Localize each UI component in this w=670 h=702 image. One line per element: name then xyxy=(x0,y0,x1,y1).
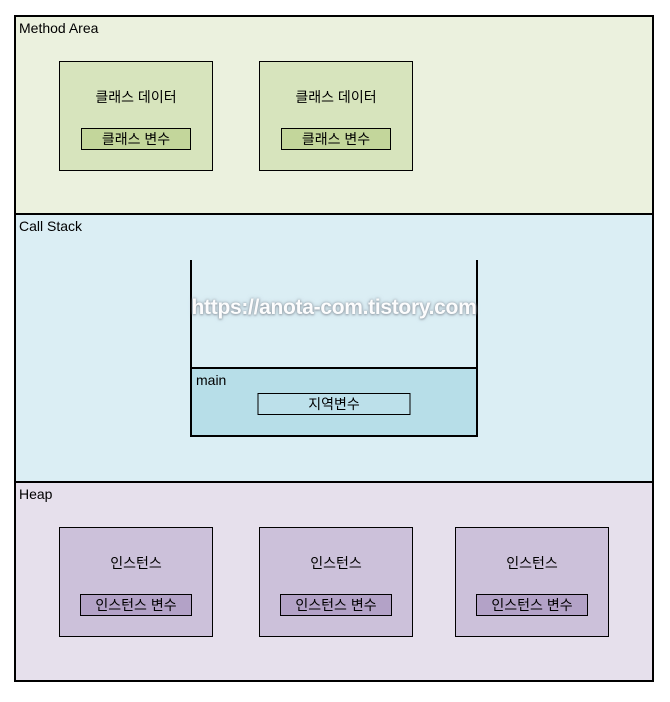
class-variable-box: 클래스 변수 xyxy=(81,128,191,150)
method-area-label: Method Area xyxy=(19,20,99,36)
instance-title: 인스턴스 xyxy=(506,555,558,571)
instance-variable-box: 인스턴스 변수 xyxy=(280,594,392,616)
class-variable-box: 클래스 변수 xyxy=(281,128,391,150)
instance-variable-box: 인스턴스 변수 xyxy=(476,594,588,616)
call-stack-section: Call Stack https://anota-com.tistory.com… xyxy=(16,215,652,483)
class-data-box: 클래스 데이터 클래스 변수 xyxy=(259,61,413,171)
call-stack-label: Call Stack xyxy=(19,218,83,234)
class-data-title: 클래스 데이터 xyxy=(95,89,177,105)
stack-outline: https://anota-com.tistory.com main 지역변수 xyxy=(190,260,478,437)
instance-title: 인스턴스 xyxy=(110,555,162,571)
instance-box: 인스턴스 인스턴스 변수 xyxy=(455,527,609,637)
class-variable-label: 클래스 변수 xyxy=(101,131,171,147)
heap-section: Heap 인스턴스 인스턴스 변수 인스턴스 인스턴스 변수 인스턴스 인스턴스… xyxy=(16,483,652,680)
instance-variable-box: 인스턴스 변수 xyxy=(80,594,192,616)
class-data-title: 클래스 데이터 xyxy=(295,89,377,105)
heap-label: Heap xyxy=(19,486,53,502)
instance-box: 인스턴스 인스턴스 변수 xyxy=(259,527,413,637)
stack-frame-main: main 지역변수 xyxy=(192,367,476,435)
diagram-outer-frame: Method Area 클래스 데이터 클래스 변수 클래스 데이터 클래스 변… xyxy=(14,15,654,682)
instance-variable-label: 인스턴스 변수 xyxy=(491,597,573,613)
watermark-text: https://anota-com.tistory.com xyxy=(191,296,477,319)
class-variable-label: 클래스 변수 xyxy=(301,131,371,147)
method-area-section: Method Area 클래스 데이터 클래스 변수 클래스 데이터 클래스 변… xyxy=(16,17,652,215)
local-variable-box: 지역변수 xyxy=(257,393,411,415)
class-data-box: 클래스 데이터 클래스 변수 xyxy=(59,61,213,171)
local-variable-label: 지역변수 xyxy=(308,396,360,412)
instance-title: 인스턴스 xyxy=(310,555,362,571)
instance-variable-label: 인스턴스 변수 xyxy=(95,597,177,613)
instance-variable-label: 인스턴스 변수 xyxy=(295,597,377,613)
main-frame-label: main xyxy=(196,372,227,388)
instance-box: 인스턴스 인스턴스 변수 xyxy=(59,527,213,637)
